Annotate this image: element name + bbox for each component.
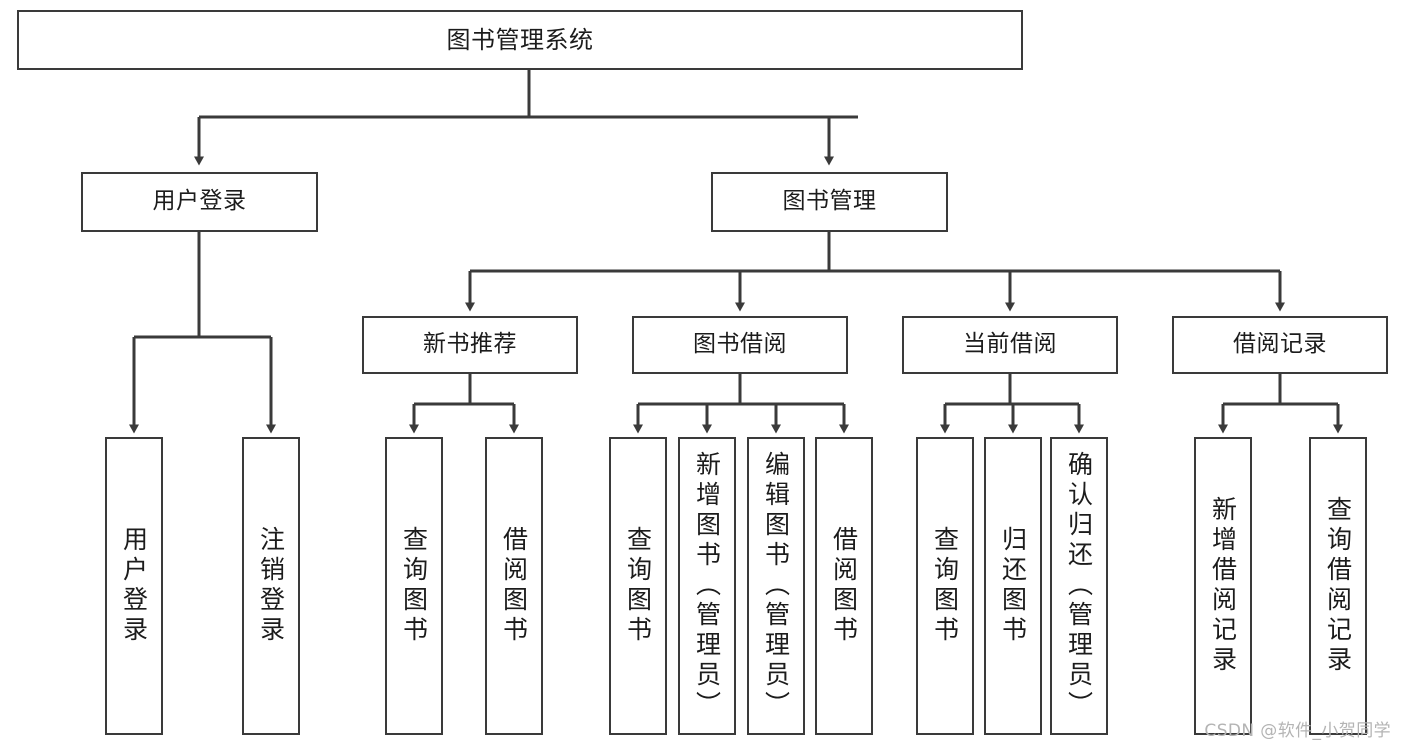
node-leaf-add-book[interactable]: 新增图书（管理员） <box>678 437 736 735</box>
node-label: 图书管理 <box>782 188 877 215</box>
node-leaf-query-book-recommend[interactable]: 查询图书 <box>385 437 443 735</box>
node-label: 借阅图书 <box>829 526 859 646</box>
node-leaf-confirm-return[interactable]: 确认归还（管理员） <box>1050 437 1108 735</box>
node-label: 确认归还（管理员） <box>1064 451 1094 721</box>
node-leaf-borrow-book[interactable]: 借阅图书 <box>815 437 873 735</box>
node-leaf-query-book-current[interactable]: 查询图书 <box>916 437 974 735</box>
node-label: 查询图书 <box>399 526 429 646</box>
node-leaf-user-login[interactable]: 用户登录 <box>105 437 163 735</box>
node-label: 图书借阅 <box>693 331 787 358</box>
node-leaf-edit-book[interactable]: 编辑图书（管理员） <box>747 437 805 735</box>
node-label: 图书管理系统 <box>446 25 594 54</box>
node-borrow-record[interactable]: 借阅记录 <box>1172 316 1388 374</box>
node-leaf-borrow-book-recommend[interactable]: 借阅图书 <box>485 437 543 735</box>
node-label: 借阅图书 <box>499 526 529 646</box>
node-label: 用户登录 <box>152 188 247 215</box>
node-label: 新增借阅记录 <box>1208 496 1238 676</box>
node-user-login[interactable]: 用户登录 <box>81 172 318 232</box>
node-label: 当前借阅 <box>963 331 1057 358</box>
node-leaf-add-borrow-record[interactable]: 新增借阅记录 <box>1194 437 1252 735</box>
node-label: 查询借阅记录 <box>1323 496 1353 676</box>
node-leaf-query-book-borrow[interactable]: 查询图书 <box>609 437 667 735</box>
node-label: 查询图书 <box>930 526 960 646</box>
node-label: 新书推荐 <box>423 331 517 358</box>
node-leaf-query-borrow-record[interactable]: 查询借阅记录 <box>1309 437 1367 735</box>
node-leaf-user-logout[interactable]: 注销登录 <box>242 437 300 735</box>
node-label: 查询图书 <box>623 526 653 646</box>
node-label: 注销登录 <box>256 526 286 646</box>
node-book-borrow[interactable]: 图书借阅 <box>632 316 848 374</box>
node-label: 用户登录 <box>119 526 149 646</box>
node-leaf-return-book[interactable]: 归还图书 <box>984 437 1042 735</box>
node-current-borrow[interactable]: 当前借阅 <box>902 316 1118 374</box>
node-label: 编辑图书（管理员） <box>761 451 791 721</box>
node-label: 新增图书（管理员） <box>692 451 722 721</box>
node-book-manage[interactable]: 图书管理 <box>711 172 948 232</box>
node-new-book-recommend[interactable]: 新书推荐 <box>362 316 578 374</box>
node-root-book-management-system[interactable]: 图书管理系统 <box>17 10 1023 70</box>
node-label: 借阅记录 <box>1233 331 1327 358</box>
node-label: 归还图书 <box>998 526 1028 646</box>
